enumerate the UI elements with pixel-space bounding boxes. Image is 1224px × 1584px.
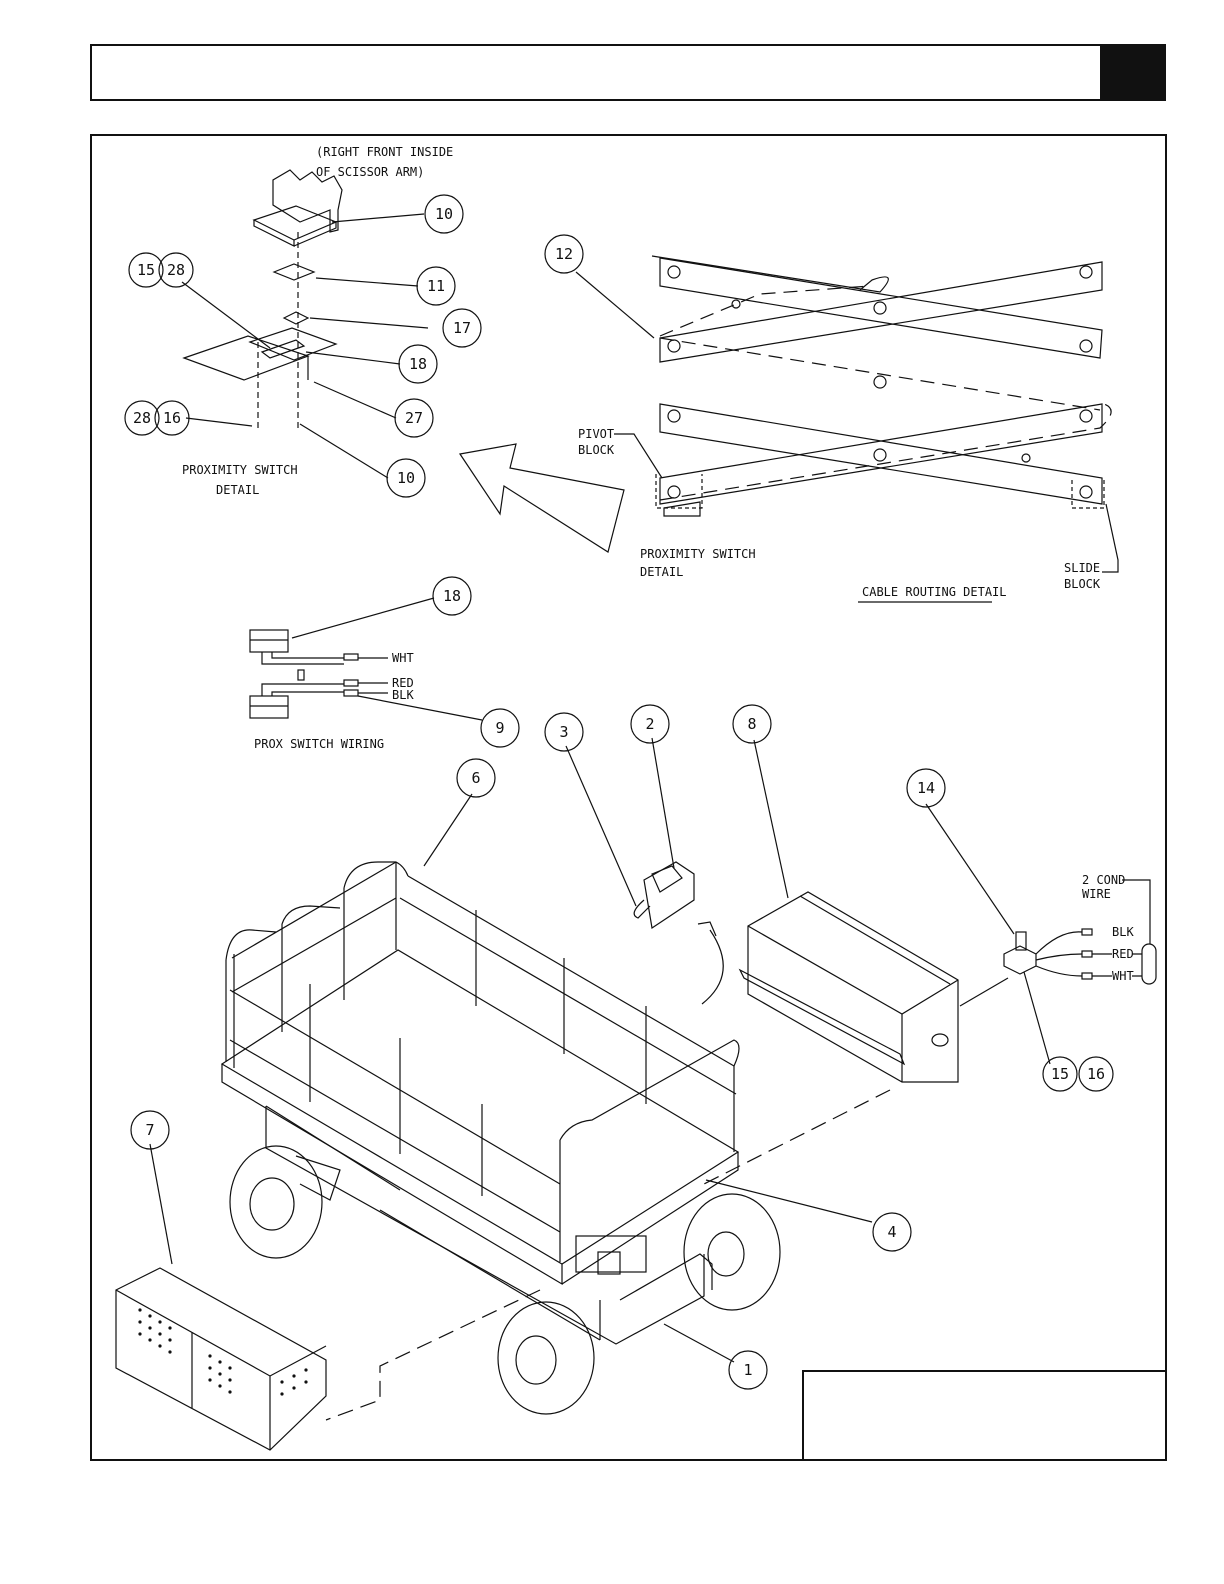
wire-wht-2: WHT <box>1112 969 1134 983</box>
callout-14: 14 <box>917 779 935 797</box>
label-prox-detail-1: PROXIMITY SWITCH <box>182 463 298 477</box>
callout-17: 17 <box>453 319 471 337</box>
label-pivot-2: BLOCK <box>578 443 615 457</box>
text-labels: (RIGHT FRONT INSIDE OF SCISSOR ARM) PROX… <box>133 145 1134 1379</box>
label-pivot-1: PIVOT <box>578 427 614 441</box>
label-right-front-2: OF SCISSOR ARM) <box>316 165 424 179</box>
callout-12: 12 <box>555 245 573 263</box>
callout-27: 27 <box>405 409 423 427</box>
label-two-cond-1: 2 COND <box>1082 873 1125 887</box>
wire-blk-2: BLK <box>1112 925 1134 939</box>
callout-28a: 28 <box>167 261 185 279</box>
callout-4: 4 <box>887 1223 896 1241</box>
label-two-cond-2: WIRE <box>1082 887 1111 901</box>
platform-guardrails <box>222 862 739 1284</box>
leader-lines <box>150 214 1118 1362</box>
callout-10a: 10 <box>435 205 453 223</box>
callout-16b: 16 <box>1087 1065 1105 1083</box>
proximity-switch-detail <box>184 170 342 430</box>
callout-circles <box>125 195 1113 1389</box>
prox-switch-wiring <box>250 630 388 718</box>
callout-9: 9 <box>495 719 504 737</box>
label-cable-routing: CABLE ROUTING DETAIL <box>862 585 1007 599</box>
callout-28b: 28 <box>133 409 151 427</box>
callout-6: 6 <box>471 769 480 787</box>
detail-arrow <box>460 444 624 552</box>
label-prox-wiring: PROX SWITCH WIRING <box>254 737 384 751</box>
callout-3: 3 <box>559 723 568 741</box>
wire-wht: WHT <box>392 651 414 665</box>
callout-8: 8 <box>747 715 756 733</box>
control-cabinet <box>116 1268 326 1450</box>
callout-15b: 15 <box>1051 1065 1069 1083</box>
cable-routing-scissor <box>652 256 1111 516</box>
callout-18b: 18 <box>443 587 461 605</box>
label-slide-1: SLIDE <box>1064 561 1100 575</box>
callout-15a: 15 <box>137 261 155 279</box>
callout-18: 18 <box>409 355 427 373</box>
battery-box <box>740 892 958 1082</box>
callout-1: 1 <box>743 1361 752 1379</box>
label-right-front-1: (RIGHT FRONT INSIDE <box>316 145 453 159</box>
callout-7: 7 <box>145 1121 154 1139</box>
label-prox-detail-2: DETAIL <box>216 483 259 497</box>
callout-2: 2 <box>645 715 654 733</box>
label-prox-switch-detail-2: DETAIL <box>640 565 683 579</box>
wire-blk: BLK <box>392 688 414 702</box>
tilt-sensor <box>634 862 723 1004</box>
callout-10b: 10 <box>397 469 415 487</box>
dashed-routing-lines <box>326 1090 890 1420</box>
label-prox-switch-detail-1: PROXIMITY SWITCH <box>640 547 756 561</box>
callout-16a: 16 <box>163 409 181 427</box>
callout-11: 11 <box>427 277 445 295</box>
label-slide-2: BLOCK <box>1064 577 1101 591</box>
wire-red-2: RED <box>1112 947 1134 961</box>
